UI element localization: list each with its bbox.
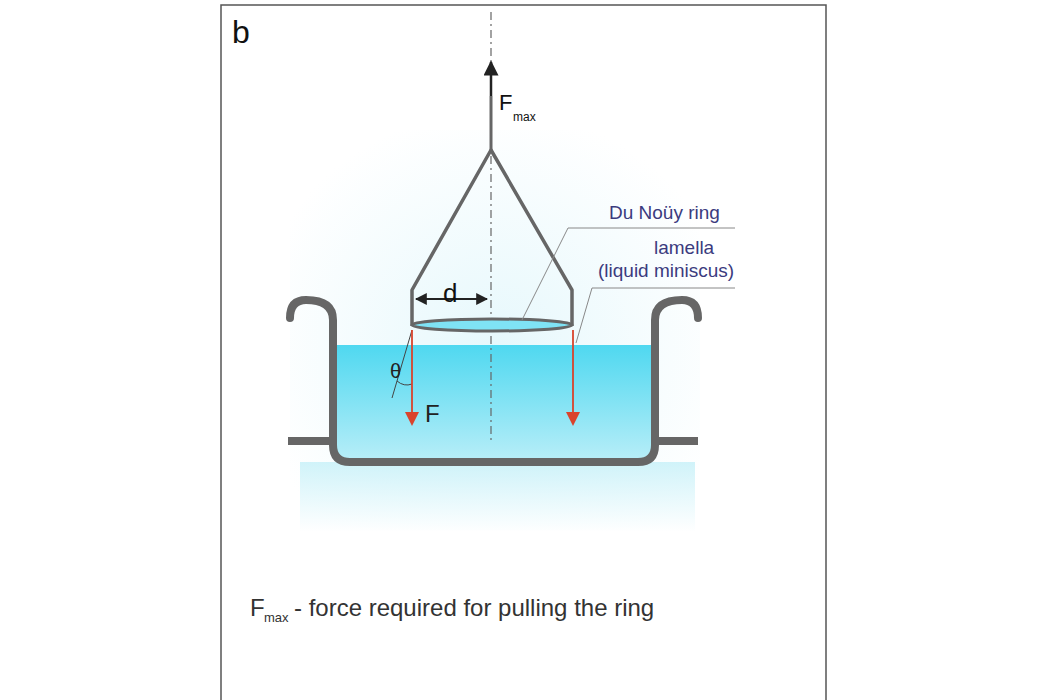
- arrowhead: [405, 412, 419, 426]
- panel-letter: b: [232, 16, 250, 48]
- reflection: [300, 462, 695, 532]
- label: d: [443, 280, 457, 306]
- ring-frame: [412, 150, 572, 326]
- label: θ: [390, 361, 401, 381]
- force-arrow: [411, 330, 413, 414]
- panel-frame: [221, 5, 826, 700]
- label: F: [250, 596, 265, 620]
- leader-line: [522, 228, 735, 320]
- liquid: [333, 345, 655, 462]
- label: (liquid miniscus): [598, 261, 734, 280]
- pull-rod: [490, 96, 493, 150]
- caption-text: - force required for pulling the ring: [294, 596, 654, 620]
- force-arrow: [572, 330, 574, 414]
- angle-arc: [397, 381, 412, 385]
- dish-flange: [288, 437, 333, 445]
- label: F: [425, 402, 440, 426]
- label: lamella: [654, 238, 714, 257]
- arrowhead: [566, 412, 580, 426]
- dish-flange: [655, 437, 698, 445]
- force-arrow: [490, 62, 493, 96]
- label: max: [513, 111, 536, 123]
- label: max: [264, 611, 289, 624]
- leader-line: [576, 288, 735, 343]
- axis: [490, 12, 491, 440]
- dish: [290, 300, 698, 462]
- label: Du Noüy ring: [609, 203, 720, 222]
- du-nouy-ring: [412, 319, 572, 331]
- label: F: [499, 92, 512, 114]
